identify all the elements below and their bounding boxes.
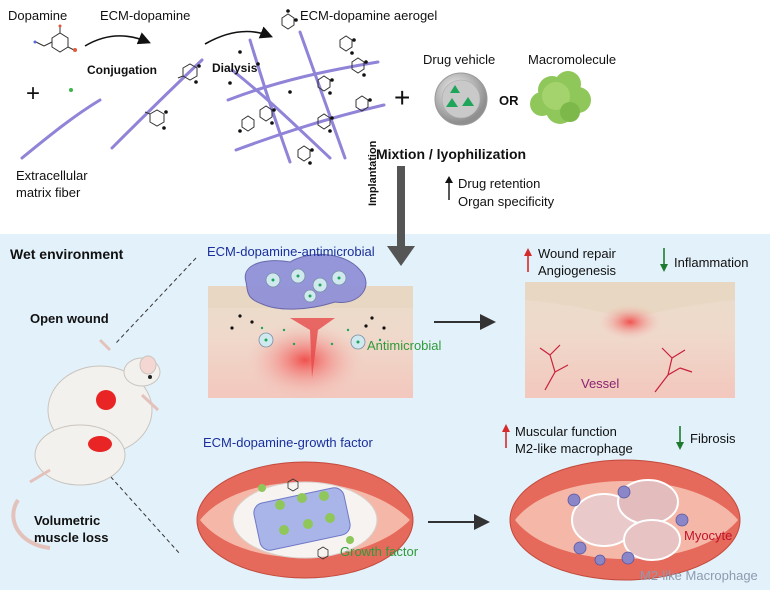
linker-molecule-icon (69, 88, 73, 92)
vessel-label: Vessel (581, 376, 620, 391)
drug-vehicle-icon (434, 72, 488, 126)
plus-sign-1: + (26, 80, 41, 107)
ecm-dopamine-label: ECM-dopamine (100, 8, 191, 23)
macromolecule-label: Macromolecule (528, 52, 617, 67)
growth-factor-panel-title: ECM-dopamine-growth factor (203, 435, 373, 450)
macromolecule-icon (530, 71, 591, 124)
implantation-arrow (387, 166, 415, 266)
antimicrobial-panel-title: ECM-dopamine-antimicrobial (207, 244, 375, 259)
drug-vehicle-label: Drug vehicle (423, 52, 496, 67)
m2-macrophage-label: M2-like Macrophage (640, 568, 758, 583)
inflammation-label: Inflammation (674, 255, 749, 270)
plus-sign-2: + (394, 82, 411, 113)
implantation-label: Implantation (367, 140, 379, 206)
volumetric-muscle-loss-label-line2: muscle loss (34, 530, 109, 545)
open-wound-label: Open wound (30, 311, 109, 326)
dopamine-molecule-icon (33, 24, 77, 53)
increase-arrow-icon (445, 176, 453, 200)
ecm-aerogel-network-icon (226, 9, 386, 165)
muscular-function-label: Muscular function (515, 424, 617, 439)
growth-factor-label: Growth factor (340, 544, 419, 559)
antimicrobial-wound-illustration (208, 253, 413, 400)
wound-repair-increase-arrow-icon (524, 248, 532, 272)
dialysis-label: Dialysis (212, 61, 258, 75)
m2-macrophage-effect-label: M2-like macrophage (515, 441, 633, 456)
muscle-defect-illustration (196, 461, 414, 579)
fibrosis-label: Fibrosis (690, 431, 736, 446)
conjugation-arrow (84, 32, 151, 47)
fibrosis-decrease-arrow-icon (676, 426, 684, 450)
conjugation-label: Conjugation (87, 63, 157, 77)
ecm-aerogel-label: ECM-dopamine aerogel (300, 8, 438, 23)
ecm-fiber-label-line1: Extracellular (16, 168, 88, 183)
mixtion-label: Mixtion / lyophilization (376, 146, 527, 162)
antimicrobial-label: Antimicrobial (367, 338, 442, 353)
ecm-dopamine-fiber-icon (110, 58, 204, 150)
wound-repair-label: Wound repair (538, 246, 616, 261)
or-label: OR (499, 93, 519, 108)
rat-illustration (11, 338, 161, 550)
dopamine-label: Dopamine (8, 8, 68, 23)
myocyte-label: Myocyte (684, 528, 733, 543)
muscular-function-increase-arrow-icon (502, 424, 510, 448)
organ-specificity-label: Organ specificity (458, 194, 555, 209)
ecm-fiber-label-line2: matrix fiber (16, 185, 81, 200)
ecm-fiber-icon (20, 98, 102, 160)
angiogenesis-label: Angiogenesis (538, 263, 617, 278)
wet-environment-title: Wet environment (10, 246, 124, 262)
healed-skin-illustration (525, 282, 735, 398)
regenerated-muscle-illustration (509, 459, 741, 581)
volumetric-muscle-loss-label-line1: Volumetric (34, 513, 101, 528)
open-wound-leader-line (115, 257, 197, 344)
dialysis-arrow (204, 26, 273, 45)
drug-retention-label: Drug retention (458, 176, 541, 191)
inflammation-decrease-arrow-icon (660, 248, 668, 272)
